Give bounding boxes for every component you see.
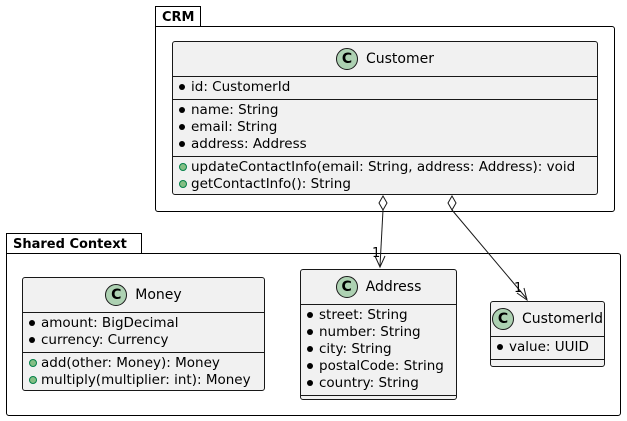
method-text: multiply(multiplier: int): Money [41,372,251,388]
aggregation-diamond [447,194,457,212]
method: add(other: Money): Money [29,355,258,372]
field-section: amount: BigDecimal currency: Currency [23,312,264,352]
aggregation-diamond [378,194,388,212]
method-section: add(other: Money): Money multiply(multip… [23,352,264,392]
relation-line [451,209,528,300]
class-icon: C [335,276,358,298]
class-icon: C [491,308,514,330]
class-header: C Money [23,278,264,312]
arrow-head [516,287,528,302]
package-name-shared-context: Shared Context [13,237,127,252]
field-text: id: CustomerId [191,79,291,95]
field-section: value: UUID [491,336,604,359]
method-text: add(other: Money): Money [41,355,220,371]
field-text: city: String [319,341,392,357]
field: street: String [307,307,450,324]
class-address[interactable]: C Address street: String number: String … [300,269,457,400]
method: multiply(multiplier: int): Money [29,372,258,389]
method-section: updateContactInfo(email: String, address… [173,156,597,196]
id-section: id: CustomerId [173,76,597,99]
method-section [491,359,604,373]
field: amount: BigDecimal [29,315,258,332]
class-header: C CustomerId [491,302,604,336]
field-text: street: String [319,307,408,323]
class-name: Customer [365,51,434,67]
field: id: CustomerId [179,79,591,96]
field-text: postalCode: String [319,358,444,374]
class-customer[interactable]: C Customer id: CustomerId name: String e… [172,41,598,195]
package-name-crm: CRM [162,10,195,25]
class-name: CustomerId [521,311,604,327]
field-text: name: String [191,102,279,118]
field-text: amount: BigDecimal [41,315,179,331]
class-name: Money [135,287,182,303]
relation-customer-address [374,194,388,269]
class-icon: C [105,284,128,306]
method-text: getContactInfo(): String [191,176,351,192]
arrow-head [374,255,386,269]
field-text: value: UUID [509,339,589,355]
class-customerid[interactable]: C CustomerId value: UUID [490,301,605,367]
multiplicity-label: 1 [514,281,523,296]
field: email: String [179,119,591,136]
method: getContactInfo(): String [179,176,591,193]
relation-customer-customerid [447,194,528,302]
field: country: String [307,375,450,392]
field-text: email: String [191,119,278,135]
class-header: C Customer [173,42,597,76]
class-name: Address [365,279,422,295]
field: address: Address [179,136,591,153]
class-header: C Address [301,270,456,304]
package-tab-crm: CRM [155,6,201,27]
package-tab-shared-context: Shared Context [6,233,142,254]
field-text: address: Address [191,136,307,152]
field: city: String [307,341,450,358]
field: value: UUID [497,339,598,356]
method: updateContactInfo(email: String, address… [179,159,591,176]
class-money[interactable]: C Money amount: BigDecimal currency: Cur… [22,277,265,391]
field-text: country: String [319,375,419,391]
field: name: String [179,102,591,119]
field-text: number: String [319,324,421,340]
field-section: street: String number: String city: Stri… [301,304,456,395]
method-text: updateContactInfo(email: String, address… [191,159,576,175]
field: number: String [307,324,450,341]
field-section: name: String email: String address: Addr… [173,99,597,156]
relation-line [379,209,384,267]
field-text: currency: Currency [41,332,169,348]
field: postalCode: String [307,358,450,375]
method-section [301,395,456,409]
field: currency: Currency [29,332,258,349]
multiplicity-label: 1 [372,246,381,261]
class-icon: C [335,48,358,70]
